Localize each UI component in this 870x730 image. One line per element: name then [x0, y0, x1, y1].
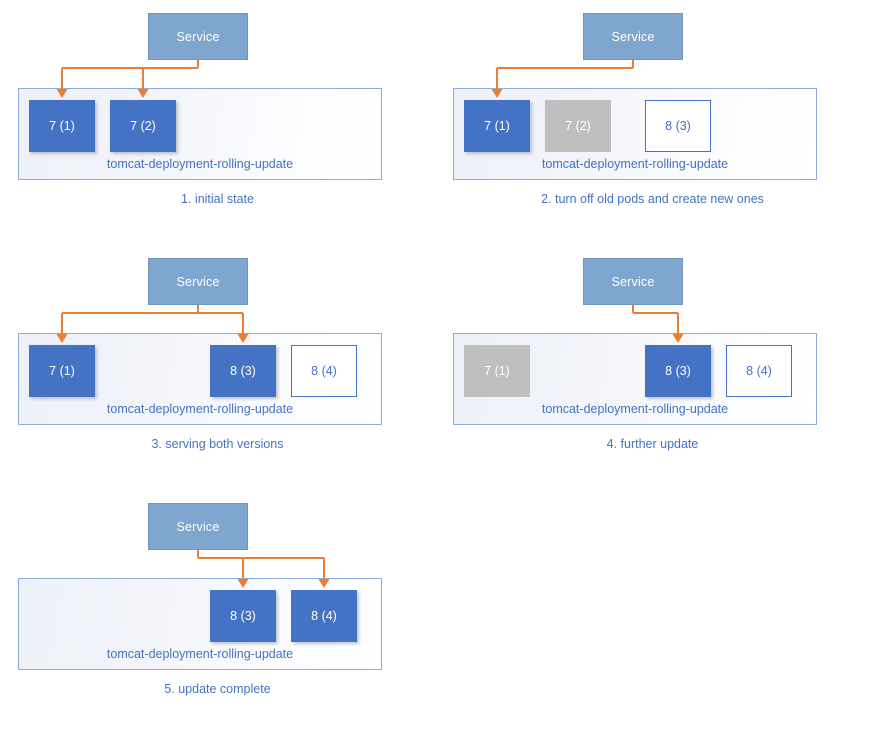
pod-outline[interactable]: 8 (4) [291, 345, 357, 397]
pod-gray[interactable]: 7 (1) [464, 345, 530, 397]
pod-outline[interactable]: 8 (3) [645, 100, 711, 152]
service-box[interactable]: Service [148, 13, 248, 60]
deployment-name-label: tomcat-deployment-rolling-update [541, 157, 729, 171]
panel-caption: 3. serving both versions [151, 437, 284, 451]
service-box[interactable]: Service [148, 503, 248, 550]
pod-blue[interactable]: 8 (3) [210, 590, 276, 642]
panel-5: tomcat-deployment-rolling-update 8 (3) 8 (… [0, 490, 435, 730]
deployment-name-label: tomcat-deployment-rolling-update [541, 402, 729, 416]
panel-2: tomcat-deployment-rolling-update 7 (1) 7 (… [435, 0, 870, 240]
panel-3: tomcat-deployment-rolling-update 7 (1) 8 (… [0, 245, 435, 485]
pod-blue[interactable]: 7 (1) [29, 100, 95, 152]
deployment-name-label: tomcat-deployment-rolling-update [106, 157, 294, 171]
service-box[interactable]: Service [583, 258, 683, 305]
pod-blue[interactable]: 8 (4) [291, 590, 357, 642]
pod-blue[interactable]: 8 (3) [645, 345, 711, 397]
service-box[interactable]: Service [583, 13, 683, 60]
pod-blue[interactable]: 7 (1) [464, 100, 530, 152]
panel-caption: 2. turn off old pods and create new ones [541, 192, 764, 206]
pod-blue[interactable]: 8 (3) [210, 345, 276, 397]
deployment-name-label: tomcat-deployment-rolling-update [106, 647, 294, 661]
pod-outline[interactable]: 8 (4) [726, 345, 792, 397]
panel-caption: 5. update complete [164, 682, 271, 696]
deployment-name-label: tomcat-deployment-rolling-update [106, 402, 294, 416]
panel-4: tomcat-deployment-rolling-update 7 (1) 8 (… [435, 245, 870, 485]
pod-blue[interactable]: 7 (1) [29, 345, 95, 397]
service-box[interactable]: Service [148, 258, 248, 305]
pod-blue[interactable]: 7 (2) [110, 100, 176, 152]
pod-gray[interactable]: 7 (2) [545, 100, 611, 152]
panel-caption: 4. further update [606, 437, 699, 451]
panel-1: tomcat-deployment-rolling-update 7 (1) 7 (… [0, 0, 435, 240]
panel-caption: 1. initial state [181, 192, 254, 206]
